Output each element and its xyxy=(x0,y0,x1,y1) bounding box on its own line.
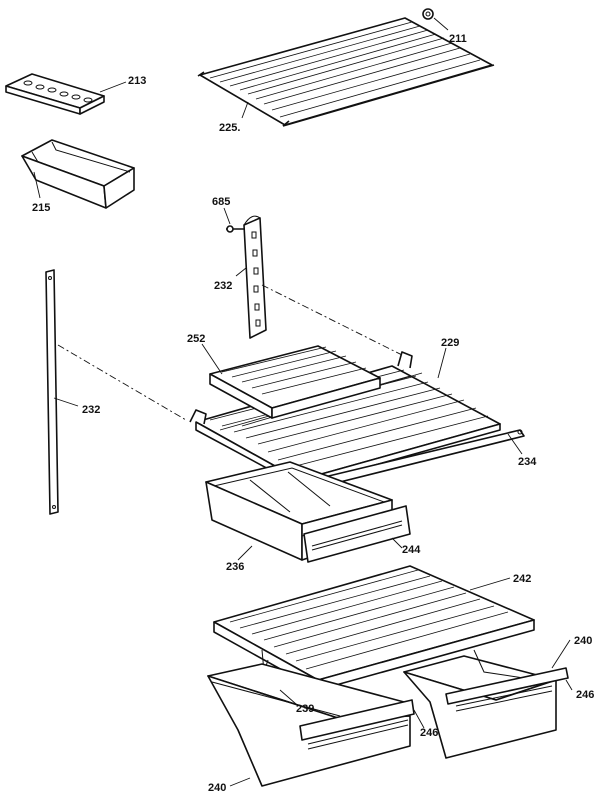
callout-240-bottom: 240 xyxy=(208,782,226,794)
callout-211: 211 xyxy=(449,33,467,45)
callout-685: 685 xyxy=(212,196,230,208)
leader-lines xyxy=(33,17,573,787)
callout-213: 213 xyxy=(128,75,146,87)
callout-225: 225. xyxy=(219,122,240,134)
callout-229: 229 xyxy=(441,337,459,349)
screw-685 xyxy=(226,225,244,233)
callout-labels: 211 213 225. 215 685 232 252 229 232 234… xyxy=(32,33,594,794)
tray-213 xyxy=(5,73,105,115)
alignment-line-left xyxy=(57,344,187,421)
callout-252: 252 xyxy=(187,333,205,345)
shelf-cover-252 xyxy=(209,345,381,419)
bin-215 xyxy=(21,139,135,209)
callout-246-center: 246 xyxy=(420,727,438,739)
callout-239: 239 xyxy=(296,703,314,715)
rail-232-left xyxy=(45,269,59,515)
callout-240-right: 240 xyxy=(574,635,592,647)
alignment-line-right xyxy=(261,284,409,359)
callout-232-upper: 232 xyxy=(214,280,232,292)
callout-242: 242 xyxy=(513,573,531,585)
callout-236: 236 xyxy=(226,561,244,573)
crisper-drawer-240-right xyxy=(403,649,569,759)
crisper-drawer-240-left xyxy=(207,663,415,787)
callout-215: 215 xyxy=(32,202,50,214)
fastener-211 xyxy=(422,8,434,20)
wire-shelf-225 xyxy=(197,17,495,127)
ladder-rail-232-upper xyxy=(243,215,267,339)
drawer-front-244 xyxy=(303,505,411,563)
callout-246-right: 246 xyxy=(576,689,594,701)
callout-234: 234 xyxy=(518,456,537,468)
callout-232-left: 232 xyxy=(82,404,100,416)
callout-244: 244 xyxy=(402,544,421,556)
